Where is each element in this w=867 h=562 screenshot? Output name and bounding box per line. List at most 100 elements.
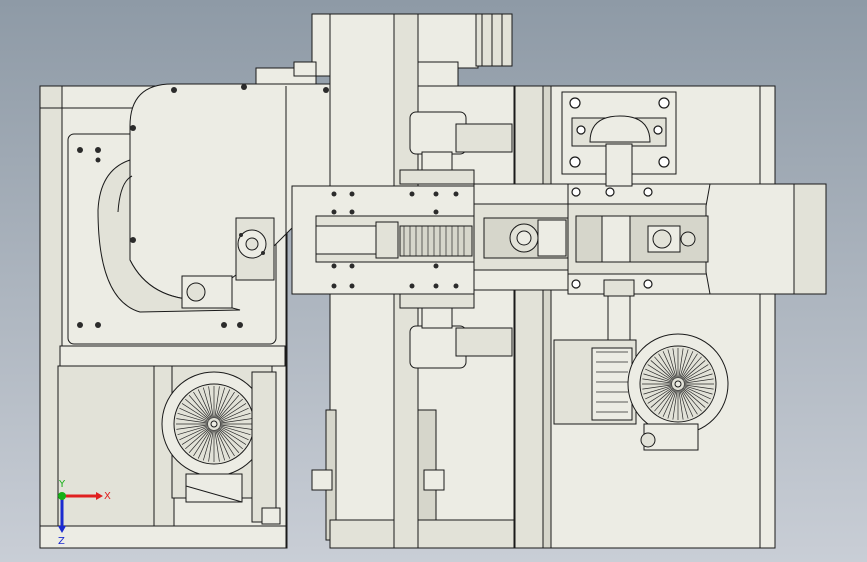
left-fan-grille [176, 386, 252, 462]
fan-spoke [181, 426, 210, 445]
right-motor [553, 333, 729, 451]
fan-spoke [214, 386, 220, 419]
fan-spoke [683, 385, 713, 395]
fan-spoke [193, 428, 212, 457]
fan-spoke [672, 348, 678, 379]
fan-spoke [682, 386, 709, 404]
fan-spoke [667, 349, 677, 379]
fan-spoke [658, 353, 676, 380]
fan-spoke [218, 426, 247, 445]
fan-spoke [683, 378, 714, 384]
fan-spoke [208, 429, 214, 462]
fan-spoke [179, 426, 209, 441]
fan-spoke [679, 389, 689, 419]
slide-assembly [291, 183, 575, 295]
fan-spoke [683, 373, 713, 383]
fan-spoke [177, 425, 209, 436]
fan-spoke [219, 412, 251, 423]
fan-spoke [647, 364, 674, 382]
fan-spoke [683, 384, 714, 390]
fan-spoke [654, 388, 675, 412]
fan-spoke [176, 418, 209, 424]
left-motor [161, 365, 281, 525]
fan-spoke [654, 356, 675, 380]
fan-spoke [216, 391, 235, 420]
top-bearing-block [561, 91, 677, 187]
fan-spoke [681, 388, 702, 412]
x-axis-label: X [104, 491, 111, 502]
fan-spoke [650, 360, 674, 381]
x-axis-arrow [96, 492, 103, 500]
fan-spoke [219, 426, 249, 441]
extension-arm [567, 183, 827, 295]
fan-spoke [647, 386, 674, 404]
fan-spoke [219, 424, 252, 430]
fan-spoke [202, 387, 213, 419]
fan-spoke [216, 389, 231, 419]
axis-triad: X Y Z [58, 479, 111, 547]
y-axis-label: Y [58, 479, 66, 490]
fan-spoke [667, 389, 677, 419]
fan-spoke [672, 389, 678, 420]
fan-spoke [188, 395, 211, 420]
fan-spoke [218, 427, 243, 450]
fan-spoke [219, 425, 251, 436]
fan-spoke [643, 385, 673, 395]
y-axis-dot [58, 492, 66, 500]
fan-spoke [662, 389, 676, 417]
right-fan-grille [642, 348, 714, 420]
fan-spoke [218, 398, 243, 421]
fan-spoke [202, 429, 213, 461]
roller-units [399, 111, 513, 369]
fan-spoke [215, 387, 226, 419]
fan-spoke [215, 429, 226, 461]
fan-spoke [650, 387, 674, 408]
fan-spoke [680, 389, 694, 417]
fan-spoke [218, 403, 247, 422]
fan-spoke [216, 429, 231, 459]
fan-spoke [680, 351, 694, 379]
fan-spoke [177, 412, 209, 423]
fan-spoke [642, 384, 673, 390]
fan-spoke [208, 386, 214, 419]
slide-bolts [331, 191, 459, 289]
fan-spoke [681, 356, 702, 380]
fan-spoke [216, 428, 235, 457]
fan-spoke [683, 386, 711, 400]
fan-spoke [683, 368, 711, 382]
right-frame [514, 85, 776, 549]
gearbox-housing [67, 83, 331, 345]
z-axis-label: Z [58, 536, 65, 547]
fan-spoke [185, 398, 210, 421]
fan-spoke [682, 360, 706, 381]
fan-spoke [645, 368, 673, 382]
fan-spoke [645, 386, 673, 400]
fan-spoke [679, 349, 689, 379]
fan-spoke [217, 395, 240, 420]
fan-spoke [682, 364, 709, 382]
fan-spoke [642, 378, 673, 384]
fan-spoke [678, 389, 684, 420]
fan-spoke [197, 429, 212, 459]
fan-spoke [185, 427, 210, 450]
bottom-feet [285, 86, 515, 549]
fan-spoke [193, 391, 212, 420]
fan-spoke [179, 407, 209, 422]
fan-spoke [197, 389, 212, 419]
fan-spoke [658, 388, 676, 415]
fan-spoke [219, 418, 252, 424]
fan-spoke [678, 348, 684, 379]
fan-spoke [682, 387, 706, 408]
fan-spoke [217, 428, 240, 453]
z-axis-arrow [58, 526, 66, 533]
fan-spoke [219, 407, 249, 422]
fan-spoke [643, 373, 673, 383]
fan-spoke [680, 353, 698, 380]
lower-shaft [603, 279, 635, 345]
fan-spoke [176, 424, 209, 430]
fan-spoke [181, 403, 210, 422]
fan-spoke [188, 428, 211, 453]
fan-spoke [662, 351, 676, 379]
